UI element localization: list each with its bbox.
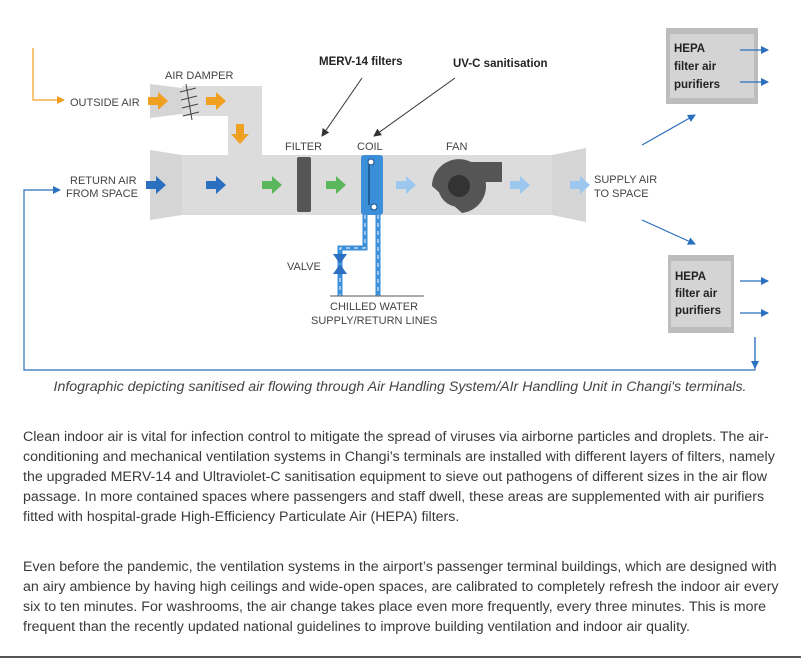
- return-loop-line: [23, 186, 756, 371]
- label-valve: VALVE: [287, 261, 321, 273]
- svg-text:HEPA: HEPA: [674, 43, 705, 55]
- label-coil: COIL: [357, 141, 383, 153]
- uvc-callout: [373, 77, 456, 137]
- return-air-arrows: [146, 176, 226, 194]
- body-paragraph-2: Even before the pandemic, the ventilatio…: [23, 559, 779, 635]
- label-fan: FAN: [446, 141, 467, 153]
- outside-air-arrows: [148, 92, 249, 144]
- air-damper-icon: [179, 83, 200, 121]
- svg-text:filter air: filter air: [674, 61, 717, 73]
- label-air-damper: AIR DAMPER: [165, 70, 234, 82]
- hepa-purifier-bottom: HEPA filter air purifiers: [668, 255, 734, 333]
- svg-text:purifiers: purifiers: [675, 305, 721, 317]
- bottom-divider: [0, 656, 801, 658]
- hepa-purifier-top: HEPA filter air purifiers: [666, 28, 758, 104]
- coil-element: [361, 155, 383, 215]
- label-return-air-1: RETURN AIR: [70, 175, 137, 187]
- svg-text:HEPA: HEPA: [675, 271, 706, 283]
- label-merv: MERV-14 filters: [319, 56, 403, 68]
- label-chilled-1: CHILLED WATER: [330, 301, 418, 313]
- label-chilled-2: SUPPLY/RETURN LINES: [311, 315, 437, 327]
- valve-icon: [333, 254, 347, 274]
- air-handling-diagram: HEPA filter air purifiers HEPA filter ai…: [23, 28, 769, 371]
- label-filter: FILTER: [285, 141, 322, 153]
- to-hepa-bottom-arrow: [641, 219, 696, 245]
- to-hepa-top-arrow: [641, 114, 696, 146]
- fan-icon: [432, 159, 502, 213]
- label-uvc: UV-C sanitisation: [453, 58, 548, 70]
- filter-element: [297, 157, 311, 212]
- svg-text:filter air: filter air: [675, 288, 718, 300]
- outside-air-line: [32, 48, 65, 104]
- image-caption: Infographic depicting sanitised air flow…: [53, 379, 747, 395]
- label-return-air-2: FROM SPACE: [66, 188, 138, 200]
- svg-text:purifiers: purifiers: [674, 79, 720, 91]
- label-outside-air: OUTSIDE AIR: [70, 97, 140, 109]
- filtered-air-arrows: [262, 176, 346, 194]
- supply-air-arrows: [396, 176, 590, 194]
- body-paragraph-1: Clean indoor air is vital for infection …: [23, 429, 775, 525]
- label-supply-air-2: TO SPACE: [594, 188, 649, 200]
- merv-callout: [321, 77, 363, 137]
- label-supply-air-1: SUPPLY AIR: [594, 174, 657, 186]
